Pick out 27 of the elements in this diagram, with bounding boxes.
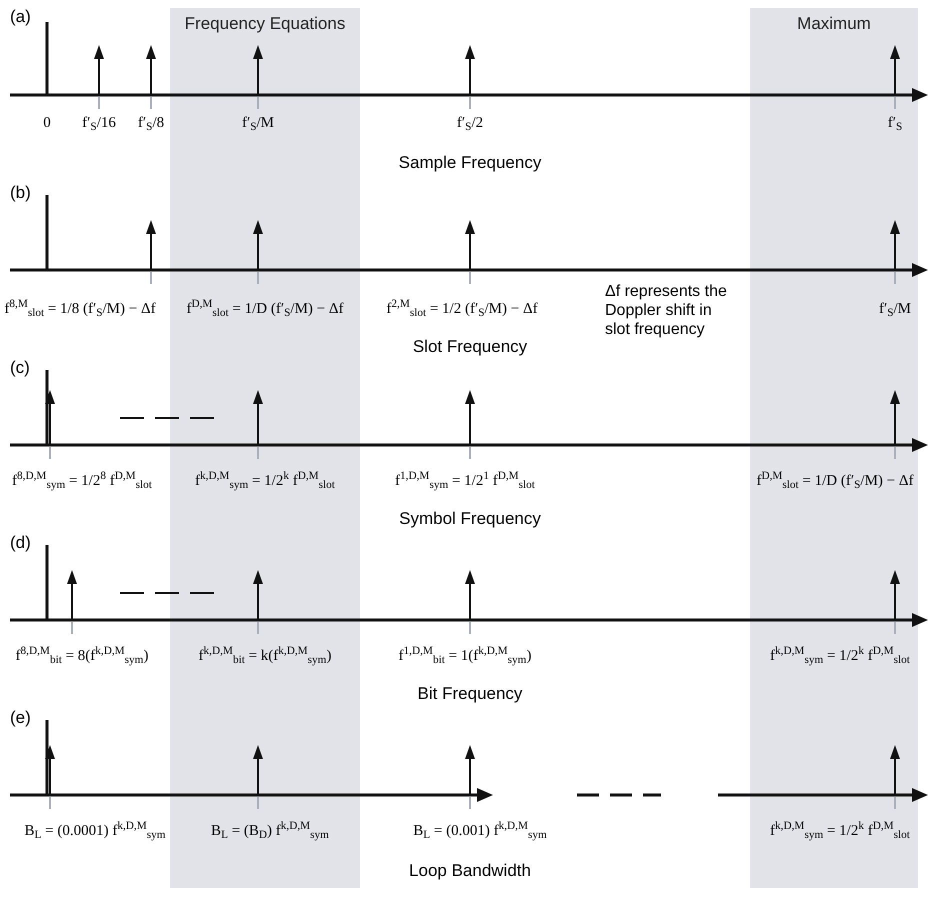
formula-label: f′$_{S}$/M xyxy=(242,114,274,134)
formula-label: f′$_{S}$/M xyxy=(878,300,912,320)
panel-label: (a) xyxy=(10,6,31,28)
formula-label: f$^{D,M}$$_{slot}$ = 1/D (f′$_{S}$/M) − Δf xyxy=(756,470,914,492)
formula-label: 0 xyxy=(43,114,51,133)
formula-label: f′$_{S}$/16 xyxy=(82,114,116,134)
panel-label: (c) xyxy=(10,357,30,379)
axis-title: Symbol Frequency xyxy=(399,508,541,530)
formula-label: f$^{1,D,M}$$_{bit}$ = 1(f$^{k,D,M}$$_{sym}$) xyxy=(398,645,532,668)
axis-title: Sample Frequency xyxy=(398,152,542,174)
note-text: Δf represents the Doppler shift in slot frequency xyxy=(605,282,728,339)
axis-title: Loop Bandwidth xyxy=(409,860,531,882)
formula-label: f′$_{S}$/8 xyxy=(138,114,164,134)
formula-label: f$^{k,D,M}$$_{bit}$ = k(f$^{k,D,M}$$_{sym}$) xyxy=(198,645,332,668)
axis-title: Slot Frequency xyxy=(412,336,528,358)
formula-label: f′$_{S}$ xyxy=(888,114,902,134)
formula-label: f$^{8,D,M}$$_{bit}$ = 8(f$^{k,D,M}$$_{sym}$) xyxy=(16,645,148,668)
band-heading: Frequency Equations xyxy=(184,13,346,35)
axis-title: Bit Frequency xyxy=(418,683,522,705)
panel-label: (b) xyxy=(10,182,31,204)
formula-label: f′$_{S}$/2 xyxy=(456,114,484,134)
panel-label: (d) xyxy=(10,532,31,554)
formula-label: f$^{D,M}$$_{slot}$ = 1/D (f′$_{S}$/M) − Δf xyxy=(186,298,344,320)
panel-label: (e) xyxy=(10,707,31,729)
formula-label: f$^{2,M}$$_{slot}$ = 1/2 (f′$_{S}$/M) − Δf xyxy=(386,298,538,320)
band-heading: Maximum xyxy=(797,13,871,35)
formula-label: f$^{8,M}$$_{slot}$ = 1/8 (f′$_{S}$/M) − Δf xyxy=(4,298,156,320)
